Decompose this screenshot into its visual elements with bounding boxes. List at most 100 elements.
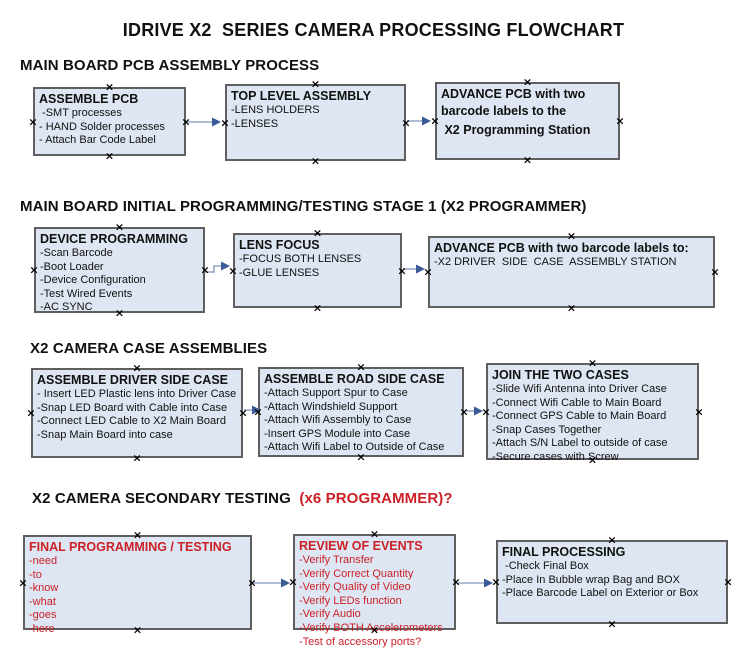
connection-handle-left[interactable]: × [481, 405, 491, 418]
box-item: -Verify BOTH Accelerometers [299, 621, 443, 634]
connection-handle-top[interactable]: × [132, 528, 143, 542]
connection-handle-top[interactable]: × [566, 229, 577, 243]
box-top-level-assembly[interactable]: TOP LEVEL ASSEMBLY-LENS HOLDERS-LENSES [225, 84, 406, 161]
box-final-processing[interactable]: FINAL PROCESSING -Check Final Box-Place … [496, 540, 728, 624]
box-item: -Slide Wifi Antenna into Driver Case [492, 383, 667, 395]
section-heading-main-board-initial-programming-t: MAIN BOARD INITIAL PROGRAMMING/TESTING S… [20, 198, 587, 215]
connection-handle-left[interactable]: × [28, 115, 38, 128]
connection-handle-left[interactable]: × [220, 116, 230, 129]
box-item: barcode labels to the [441, 104, 567, 118]
connection-handle-bottom[interactable]: × [522, 153, 533, 167]
connector-arrow[interactable] [465, 406, 483, 416]
connection-handle-left[interactable]: × [491, 575, 501, 589]
box-final-programming-testing[interactable]: FINAL PROGRAMMING / TESTING-need-to-know… [23, 535, 252, 635]
connection-handle-right[interactable]: × [247, 576, 257, 589]
box-item: -Connect LED Cable to X2 Main Board [37, 415, 226, 428]
box-advance-pcb-with-two[interactable]: ADVANCE PCB with two barcode labels to th… [435, 82, 620, 160]
connection-handle-bottom[interactable]: × [310, 154, 321, 168]
connection-handle-bottom[interactable]: × [114, 306, 125, 320]
connector-arrow[interactable] [403, 264, 425, 274]
box-item: -Test of accessory ports? [299, 635, 422, 648]
box-assemble-pcb[interactable]: ASSEMBLE PCB -SMT processes- HAND Solder… [33, 87, 186, 156]
connection-handle-top[interactable]: × [114, 220, 125, 234]
box-item: -Verify Audio [299, 608, 361, 621]
connection-handle-right[interactable]: × [451, 575, 461, 589]
connection-handle-top[interactable]: × [310, 77, 321, 91]
connector-arrow[interactable] [457, 578, 493, 588]
connection-handle-top[interactable]: × [607, 533, 617, 547]
connection-handle-top[interactable]: × [312, 226, 323, 240]
box-title: ASSEMBLE ROAD SIDE CASE [264, 372, 445, 386]
connection-handle-right[interactable]: × [459, 405, 469, 419]
connection-handle-right[interactable]: × [710, 265, 720, 279]
box-review-of-events[interactable]: REVIEW OF EVENTS-Verify Transfer-Verify … [293, 534, 456, 648]
box-advance-pcb-with-two-barcode-lab[interactable]: ADVANCE PCB with two barcode labels to:-… [428, 236, 715, 308]
connection-handle-right[interactable]: × [200, 263, 210, 277]
connection-handle-left[interactable]: × [26, 406, 36, 420]
connection-handle-top[interactable]: × [369, 527, 380, 541]
box-item: -Attach Wifi Label to Outside of Case [264, 441, 445, 454]
box-item: -Snap Cases Together [492, 423, 602, 436]
connection-handle-top[interactable]: × [356, 360, 366, 374]
box-title: LENS FOCUS [239, 238, 320, 252]
box-assemble-driver-side-case[interactable]: ASSEMBLE DRIVER SIDE CASE- Insert LED Pl… [31, 368, 243, 458]
connection-handle-top[interactable]: × [587, 356, 598, 370]
connection-handle-left[interactable]: × [253, 405, 263, 419]
box-device-programming[interactable]: DEVICE PROGRAMMING-Scan Barcode-Boot Loa… [34, 227, 205, 313]
connection-handle-bottom[interactable]: × [566, 301, 577, 315]
box-item: -GLUE LENSES [239, 266, 320, 279]
box-item: -need [29, 555, 58, 567]
connection-handle-bottom[interactable]: × [312, 301, 323, 315]
connection-handle-bottom[interactable]: × [132, 451, 142, 465]
connection-handle-bottom[interactable]: × [104, 149, 115, 163]
connector-arrow[interactable] [244, 405, 261, 415]
box-item: -Place Barcode Label on Exterior or Box [502, 587, 699, 600]
connection-handle-bottom[interactable]: × [356, 450, 366, 464]
box-item: -Attach Support Spur to Case [264, 387, 408, 399]
section-heading-text: X2 CAMERA CASE ASSEMBLIES [30, 340, 268, 357]
connection-handle-right[interactable]: × [401, 116, 411, 129]
box-item: -X2 DRIVER SIDE CASE ASSEMBLY STATION [434, 256, 677, 268]
section-heading-x2-camera-case-assemblies: X2 CAMERA CASE ASSEMBLIES [30, 340, 267, 357]
box-title: DEVICE PROGRAMMING [40, 232, 188, 246]
section-heading-main-board-pcb-assembly-process: MAIN BOARD PCB ASSEMBLY PROCESS [20, 57, 319, 74]
connection-handle-left[interactable]: × [18, 576, 28, 589]
connection-handle-right[interactable]: × [238, 406, 248, 420]
connection-handle-right[interactable]: × [181, 115, 191, 128]
connection-handle-right[interactable]: × [694, 405, 704, 418]
box-item: - HAND Solder processes [39, 120, 165, 133]
box-item: -here [29, 622, 55, 635]
connection-handle-right[interactable]: × [615, 114, 625, 128]
connection-handle-left[interactable]: × [423, 265, 433, 279]
box-item: -know [29, 582, 59, 595]
box-item: -Device Configuration [40, 274, 146, 287]
connection-handle-left[interactable]: × [288, 575, 298, 589]
connector-arrow[interactable] [186, 117, 221, 127]
box-item: -Snap Main Board into case [37, 428, 173, 441]
box-assemble-road-side-case[interactable]: ASSEMBLE ROAD SIDE CASE-Attach Support S… [258, 367, 464, 457]
connection-handle-right[interactable]: × [397, 264, 407, 277]
connector-arrow[interactable] [253, 578, 290, 588]
connection-handle-top[interactable]: × [522, 75, 533, 89]
connection-handle-top[interactable]: × [104, 80, 115, 94]
box-item: -Attach S/N Label to outside of case [492, 437, 668, 450]
section-heading-x2-camera-secondary-testing: X2 CAMERA SECONDARY TESTING (x6 PROGRAMM… [32, 490, 453, 507]
connection-handle-bottom[interactable]: × [369, 623, 380, 637]
connection-handle-bottom[interactable]: × [132, 623, 143, 637]
box-lens-focus[interactable]: LENS FOCUS-FOCUS BOTH LENSES-GLUE LENSES [233, 233, 402, 308]
connection-handle-left[interactable]: × [430, 114, 440, 128]
box-item: -LENSES [231, 117, 279, 130]
connection-handle-left[interactable]: × [29, 263, 39, 277]
connection-handle-bottom[interactable]: × [587, 453, 598, 467]
box-item: -Connect GPS Cable to Main Board [492, 410, 667, 423]
box-item: -Test Wired Events [40, 287, 133, 300]
connector-arrow[interactable] [407, 116, 431, 126]
connection-handle-left[interactable]: × [228, 264, 238, 277]
connector-arrow[interactable] [205, 261, 230, 273]
connection-handle-top[interactable]: × [132, 361, 142, 375]
box-title: ADVANCE PCB with two [441, 87, 586, 101]
connection-handle-right[interactable]: × [723, 575, 733, 589]
connection-handle-bottom[interactable]: × [607, 617, 617, 631]
box-join-the-two-cases[interactable]: JOIN THE TWO CASES-Slide Wifi Antenna in… [486, 363, 699, 463]
